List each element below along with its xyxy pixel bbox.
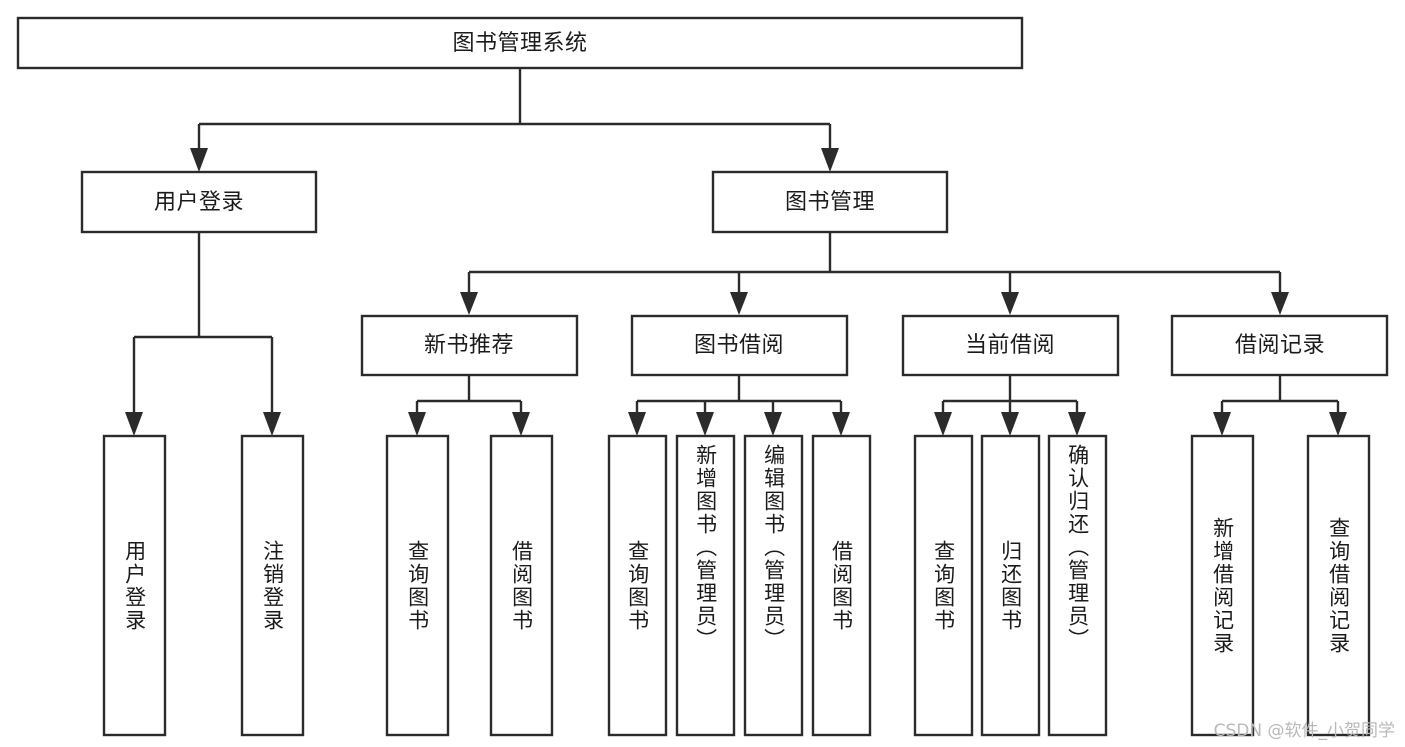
leaf-box-book-borrow-2[interactable]	[743, 434, 804, 737]
leaf-box-borrow-record-0[interactable]	[1190, 434, 1255, 737]
node-user-login[interactable]: 用户登录	[80, 170, 318, 234]
arrow-book-mgmt-to-new-book-icon	[460, 292, 478, 315]
connector-group-borrow-record	[1213, 375, 1347, 436]
node-new-book-recommend-label: 新书推荐	[424, 333, 514, 358]
arrow-book-borrow-leaf-0-icon	[628, 412, 646, 436]
node-book-borrow-label: 图书借阅	[694, 333, 784, 358]
node-current-borrow-label: 当前借阅	[965, 333, 1055, 358]
watermark-text: CSDN @软件_小贺同学	[1213, 721, 1395, 741]
node-new-book-recommend-box[interactable]	[360, 314, 579, 377]
connector-group-new-book	[408, 375, 530, 436]
node-book-borrow[interactable]: 图书借阅	[630, 314, 849, 377]
arrow-root-to-user-login-icon	[190, 148, 208, 172]
leaf-box-current-borrow-2[interactable]	[1047, 434, 1108, 737]
arrow-new-book-leaf-1-icon	[512, 412, 530, 436]
leaf-box-borrow-record-1[interactable]	[1306, 434, 1371, 737]
leaf-box-new-book-0[interactable]	[385, 434, 450, 737]
arrow-book-mgmt-to-book-borrow-icon	[730, 292, 748, 315]
arrow-borrow-record-leaf-1-icon	[1329, 412, 1347, 436]
node-user-login-label: 用户登录	[154, 190, 244, 215]
node-book-management[interactable]: 图书管理	[711, 170, 949, 234]
node-root-label: 图书管理系统	[452, 31, 587, 56]
node-book-borrow-box[interactable]	[630, 314, 849, 377]
arrow-book-borrow-leaf-2-icon	[764, 412, 782, 436]
arrow-new-book-leaf-0-icon	[408, 412, 426, 436]
arrow-current-borrow-leaf-1-icon	[1001, 412, 1019, 436]
connector-group-current-borrow	[934, 375, 1086, 436]
leaf-box-user-login-1[interactable]	[240, 434, 305, 737]
arrow-borrow-record-leaf-0-icon	[1213, 412, 1231, 436]
node-user-login-box[interactable]	[80, 170, 318, 234]
arrow-book-borrow-leaf-1-icon	[696, 412, 714, 436]
arrow-user-login-leaf-0-icon	[125, 412, 143, 436]
connector-group-book-mgmt	[460, 232, 1289, 315]
node-current-borrow-box[interactable]	[901, 314, 1120, 377]
leaf-box-book-borrow-1[interactable]	[675, 434, 736, 737]
arrow-book-borrow-leaf-3-icon	[832, 412, 850, 436]
node-root[interactable]: 图书管理系统	[16, 16, 1024, 70]
arrow-current-borrow-leaf-0-icon	[934, 412, 952, 436]
leaf-box-user-login-0[interactable]	[102, 434, 167, 737]
arrow-root-to-book-mgmt-icon	[821, 148, 839, 172]
node-root-box[interactable]	[16, 16, 1024, 70]
node-book-management-box[interactable]	[711, 170, 949, 234]
connector-group-user-login	[125, 232, 281, 436]
node-new-book-recommend[interactable]: 新书推荐	[360, 314, 579, 377]
node-borrow-record-label: 借阅记录	[1235, 333, 1325, 358]
leaf-box-book-borrow-3[interactable]	[811, 434, 872, 737]
arrow-user-login-leaf-1-icon	[263, 412, 281, 436]
connector-group-book-borrow	[628, 375, 850, 436]
node-book-management-label: 图书管理	[785, 190, 875, 215]
arrow-book-mgmt-to-borrow-record-icon	[1271, 292, 1289, 315]
node-current-borrow[interactable]: 当前借阅	[901, 314, 1120, 377]
connector-group-root	[190, 68, 839, 172]
node-borrow-record[interactable]: 借阅记录	[1170, 314, 1389, 377]
node-borrow-record-box[interactable]	[1170, 314, 1389, 377]
leaf-box-new-book-1[interactable]	[489, 434, 554, 737]
leaf-box-current-borrow-1[interactable]	[980, 434, 1041, 737]
leaf-box-current-borrow-0[interactable]	[913, 434, 974, 737]
arrow-book-mgmt-to-current-borrow-icon	[1001, 292, 1019, 315]
arrow-current-borrow-leaf-2-icon	[1068, 412, 1086, 436]
leaf-box-book-borrow-0[interactable]	[607, 434, 668, 737]
